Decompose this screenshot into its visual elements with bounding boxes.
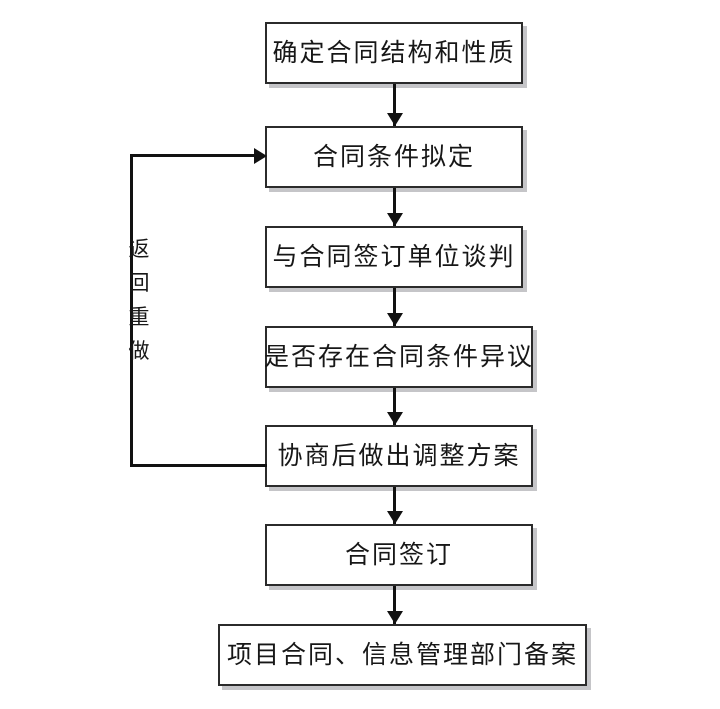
feedback-loop-label-char-4: 做: [128, 339, 150, 363]
flowchart-node-draft-contract-terms[interactable]: 合同条件拟定: [265, 126, 523, 188]
connector-line-n3-n4: [393, 288, 396, 326]
flowchart-node-determine-contract-structure[interactable]: 确定合同结构和性质: [265, 22, 523, 84]
connector-line-n4-n5: [393, 388, 396, 425]
node-label: 确定合同结构和性质: [272, 39, 516, 67]
connector-arrowhead-n6-n7: [386, 611, 403, 624]
node-label: 合同签订: [344, 541, 453, 569]
node-label: 协商后做出调整方案: [277, 442, 521, 470]
flowchart-node-any-objection-to-terms[interactable]: 是否存在合同条件异议: [264, 326, 535, 388]
connector-arrowhead-n1-n2: [386, 113, 403, 126]
feedback-loop-label-char-1: 返: [128, 237, 150, 261]
feedback-loop-vertical-segment: [130, 154, 133, 467]
connector-arrowhead-n5-n6: [386, 511, 403, 524]
connector-arrowhead-n4-n5: [386, 412, 403, 425]
feedback-loop-label-char-2: 回: [128, 271, 150, 295]
connector-arrowhead-n2-n3: [386, 213, 403, 226]
flowchart-node-file-with-management-department[interactable]: 项目合同、信息管理部门备案: [218, 624, 587, 686]
flowchart-node-sign-contract[interactable]: 合同签订: [265, 524, 533, 586]
feedback-loop-top-segment: [130, 154, 258, 157]
connector-line-n5-n6: [393, 487, 396, 524]
feedback-loop-bottom-segment: [130, 464, 267, 467]
flowchart-node-negotiate-with-signing-party[interactable]: 与合同签订单位谈判: [265, 226, 523, 288]
connector-line-n6-n7: [393, 586, 396, 624]
connector-line-n2-n3: [393, 188, 396, 226]
node-label: 与合同签订单位谈判: [272, 243, 516, 271]
flowchart-node-adjust-plan-after-negotiation[interactable]: 协商后做出调整方案: [265, 425, 533, 487]
feedback-loop-arrowhead-icon: [254, 148, 267, 164]
node-label: 是否存在合同条件异议: [264, 343, 535, 371]
connector-line-n1-n2: [393, 84, 396, 126]
feedback-loop-label: 返 回 重 做: [124, 232, 154, 368]
feedback-loop-label-char-3: 重: [128, 305, 150, 329]
node-label: 项目合同、信息管理部门备案: [226, 641, 578, 669]
node-label: 合同条件拟定: [312, 143, 475, 171]
connector-arrowhead-n3-n4: [386, 313, 403, 326]
